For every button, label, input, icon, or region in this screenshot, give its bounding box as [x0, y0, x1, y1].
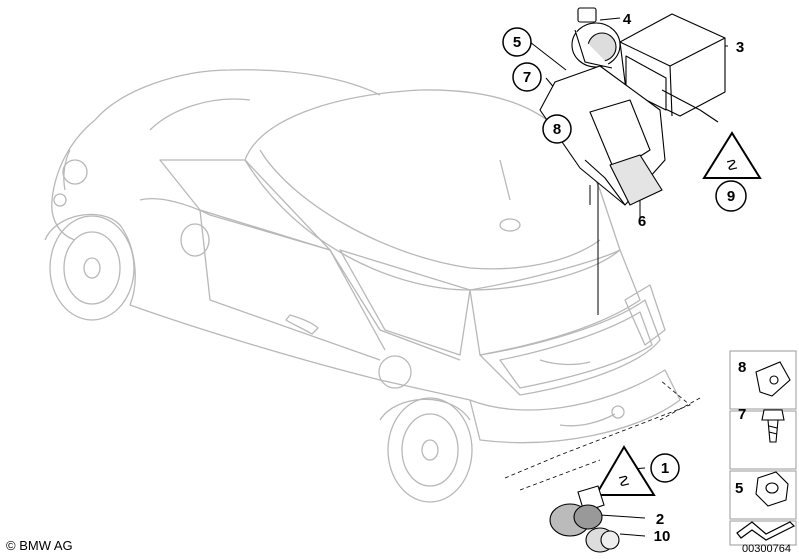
- callout-3: 3: [736, 39, 744, 56]
- copyright-label: © BMW AG: [6, 538, 73, 553]
- diagram-id-label: 00300764: [742, 543, 791, 555]
- callout-9: 9: [715, 180, 747, 212]
- clip-icon: [755, 361, 791, 397]
- callout-1: 1: [650, 453, 680, 483]
- callout-7-label: 7: [523, 69, 531, 86]
- callout-4: 4: [623, 11, 632, 28]
- sensor-part: [549, 485, 620, 553]
- leader-lines-dashed: [504, 379, 701, 491]
- side-panel-label-5: 5: [735, 480, 743, 497]
- siren-part: [571, 7, 621, 69]
- svg-text:☡: ☡: [726, 157, 739, 173]
- callout-group: 1 2 3 4 5 6 7 8 9 10: [502, 11, 747, 545]
- callout-4-label: 4: [623, 11, 632, 28]
- callout-8: 8: [542, 114, 572, 144]
- direction-arrow-icon: [736, 521, 796, 541]
- callout-8-label: 8: [553, 121, 561, 138]
- callout-5-label: 5: [513, 34, 521, 51]
- side-panel-label-8: 8: [738, 359, 746, 376]
- warning-triangle-upper: ☡: [702, 131, 762, 179]
- callout-6: 6: [638, 213, 646, 230]
- callout-2-label: 2: [656, 511, 664, 528]
- control-unit-part: [619, 13, 726, 123]
- callout-2: 2: [656, 511, 664, 528]
- callout-1-label: 1: [661, 460, 669, 477]
- car-illustration: [44, 69, 681, 503]
- callout-9-label: 9: [727, 188, 735, 205]
- callout-6-label: 6: [638, 213, 646, 230]
- callout-3-label: 3: [736, 39, 744, 56]
- callout-10-label: 10: [654, 528, 671, 545]
- callout-5: 5: [502, 27, 532, 57]
- screw-icon: [761, 409, 785, 443]
- side-panel-label-7: 7: [738, 406, 746, 423]
- callout-7: 7: [512, 62, 542, 92]
- callout-10: 10: [654, 528, 671, 545]
- warning-triangle-lower: ☡: [594, 445, 656, 496]
- nut-icon: [755, 471, 789, 507]
- svg-text:☡: ☡: [618, 473, 631, 489]
- bracket-part: [539, 65, 666, 206]
- side-panel: 8 7 5: [729, 350, 797, 546]
